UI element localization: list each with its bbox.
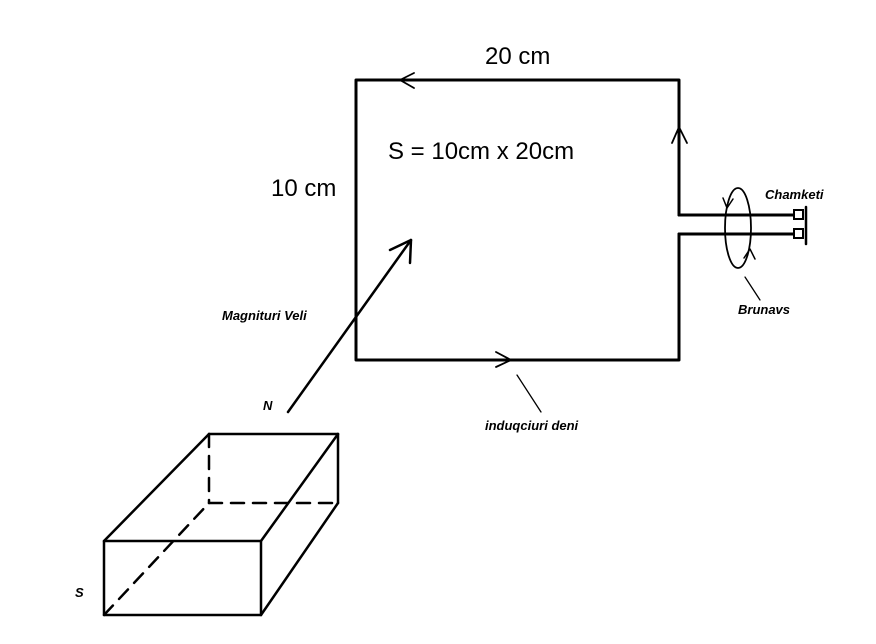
magnet-hidden-diagonal <box>102 501 211 617</box>
south-pole-label: S <box>75 585 84 600</box>
magnetic-field-label: Magnituri Veli <box>222 308 307 323</box>
magnet-box <box>102 432 340 617</box>
hand-rule-coil <box>722 187 761 301</box>
coil-arrow-down-icon <box>722 197 734 209</box>
magnetic-field-arrow <box>286 238 413 414</box>
area-formula-label: S = 10cm x 20cm <box>388 138 574 165</box>
magnet-edge-br <box>259 501 340 617</box>
side-length-label: 10 cm <box>271 175 336 202</box>
arrow-left-icon <box>399 72 415 89</box>
magnet-edge-tr <box>259 432 340 543</box>
coil-ellipse <box>724 187 752 269</box>
hand-rule-label: Brunavs <box>738 302 790 317</box>
terminal-bottom <box>793 228 804 239</box>
arrow-right-icon <box>495 351 512 368</box>
coil-arrow-up-icon <box>743 248 756 260</box>
induced-current-label: induqciuri deni <box>485 418 579 433</box>
field-arrowhead-icon <box>388 238 413 265</box>
magnet-edge-tl <box>102 432 211 543</box>
north-pole-label: N <box>263 398 273 413</box>
hand-rule-pointer <box>744 276 761 301</box>
induced-current-pointer <box>516 374 542 413</box>
top-length-label: 20 cm <box>485 43 550 70</box>
current-arrows <box>399 72 688 368</box>
current-loop <box>354 78 797 362</box>
terminals <box>793 205 808 246</box>
magnet-front-face <box>102 539 263 617</box>
terminals-label: Chamketi <box>765 187 824 202</box>
field-line <box>286 238 413 414</box>
loop-wire <box>354 78 681 362</box>
arrow-up-icon <box>671 126 688 144</box>
terminal-top <box>793 209 804 220</box>
